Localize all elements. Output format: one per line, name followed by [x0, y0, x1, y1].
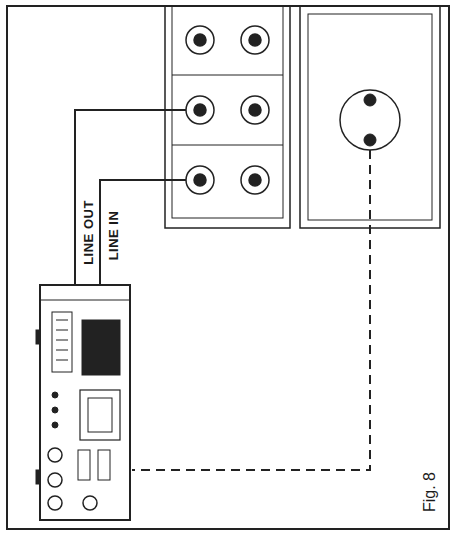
receiver-jack-panel: [165, 6, 290, 228]
cassette-deck: [36, 285, 130, 520]
power-cord: [132, 150, 370, 470]
cable-label: LINE IN: [106, 208, 121, 262]
power-outlet-panel: [300, 6, 440, 228]
figure-frame: [7, 6, 449, 529]
cable-label: LINE OUT: [80, 198, 95, 267]
figure-caption: Fig. 8: [421, 470, 439, 514]
signal-cables: [75, 110, 186, 285]
